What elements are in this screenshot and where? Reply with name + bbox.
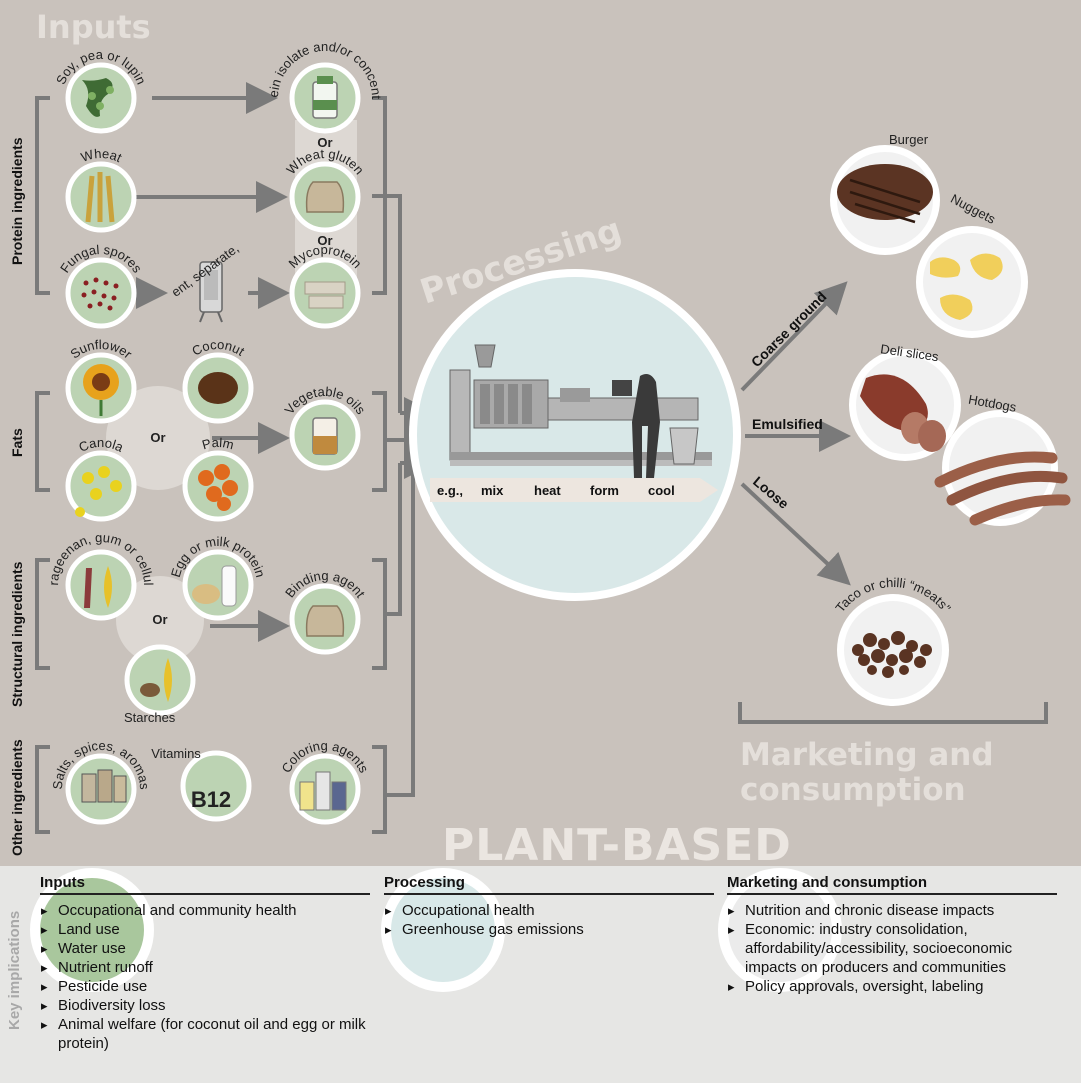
or-label-fats: Or [150, 430, 165, 445]
implication-item: Greenhouse gas emissions [384, 920, 714, 939]
structural-or-disc [116, 576, 204, 664]
starches-icon [124, 644, 196, 716]
nuggets-icon [916, 226, 1028, 338]
implication-item: Occupational health [384, 901, 714, 920]
sunflower-icon [65, 352, 137, 424]
hotdogs-icon [934, 410, 1071, 526]
b12-text: B12 [191, 787, 231, 812]
protein-isolate-icon [289, 62, 361, 134]
implications-processing: Processing Occupational health Greenhous… [384, 874, 714, 939]
implication-item: Biodiversity loss [40, 996, 370, 1015]
vitamins-b12-icon [180, 750, 252, 822]
carrageenan-icon [65, 549, 137, 621]
group-fats: Fats [9, 428, 25, 457]
group-protein: Protein ingredients [9, 137, 25, 265]
implication-item: Nutrition and chronic disease impacts [727, 901, 1057, 920]
or-label-structural: Or [152, 612, 167, 627]
step-eg: e.g., [437, 483, 463, 498]
marketing-title-line1: Marketing and [740, 737, 994, 773]
label-palm: Palm [200, 435, 235, 453]
diagram-canvas: Soy, pea or lupin Wheat Fungal spores Fe… [0, 0, 1071, 856]
implication-item: Water use [40, 939, 370, 958]
implication-item: Economic: industry consolidation, afford… [727, 920, 1057, 977]
label-starches: Starches [124, 710, 176, 725]
processing-steps-bar [430, 478, 718, 502]
vegetable-oils-icon [289, 399, 361, 471]
label-burger: Burger [889, 132, 929, 147]
label-vitamins: Vitamins [151, 746, 201, 761]
coloring-agents-icon [289, 753, 361, 825]
soy-pea-lupin-icon [65, 62, 137, 134]
step-cool: cool [648, 483, 675, 498]
egg-milk-icon [182, 549, 254, 621]
fermenter-icon [199, 261, 223, 323]
label-canola: Canola [76, 435, 126, 455]
step-heat: heat [534, 483, 561, 498]
salts-spices-icon [65, 753, 137, 825]
canola-icon [65, 450, 137, 522]
fungal-spores-icon [65, 257, 137, 329]
implication-item: Occupational and community health [40, 901, 370, 920]
binding-agent-icon [289, 583, 361, 655]
group-brackets [35, 96, 50, 834]
or-label-2: Or [317, 233, 332, 248]
route-emulsified: Emulsified [752, 416, 823, 432]
implications-inputs-title: Inputs [40, 874, 370, 895]
key-implications-label: Key implications [6, 910, 23, 1030]
palm-fruit-icon [182, 450, 254, 522]
step-form: form [590, 483, 619, 498]
processing-circle [409, 269, 741, 601]
coconut-icon [182, 352, 254, 424]
implication-item: Animal welfare (for coconut oil and egg … [40, 1015, 370, 1053]
route-loose: Loose [750, 473, 792, 512]
fats-or-disc [106, 386, 210, 490]
wheat-icon [65, 161, 137, 233]
burger-icon [830, 145, 940, 255]
taco-chilli-meats-icon [837, 594, 949, 706]
implications-inputs: Inputs Occupational and community health… [40, 874, 370, 1053]
implication-item: Policy approvals, oversight, labeling [727, 977, 1057, 996]
group-structural: Structural ingredients [9, 561, 25, 707]
inputs-title: Inputs [36, 8, 151, 46]
marketing-title-line2: consumption [740, 772, 966, 808]
implications-marketing-title: Marketing and consumption [727, 874, 1057, 895]
implication-item: Pesticide use [40, 977, 370, 996]
label-nuggets: Nuggets [948, 191, 998, 227]
wheat-gluten-icon [289, 161, 361, 233]
or-label-1: Or [317, 135, 332, 150]
label-coconut: Coconut [189, 337, 247, 359]
step-mix: mix [481, 483, 504, 498]
route-coarse: Coarse ground [748, 288, 830, 370]
key-implications-panel: Inputs Occupational and community health… [0, 866, 1081, 1083]
implication-item: Nutrient runoff [40, 958, 370, 977]
mycoprotein-icon [289, 257, 361, 329]
implications-marketing: Marketing and consumption Nutrition and … [727, 874, 1057, 996]
arrows [134, 82, 851, 642]
implications-processing-title: Processing [384, 874, 714, 895]
implication-item: Land use [40, 920, 370, 939]
deli-slices-icon [849, 349, 961, 461]
merge-connectors [372, 96, 1048, 834]
group-other: Other ingredients [9, 739, 25, 856]
